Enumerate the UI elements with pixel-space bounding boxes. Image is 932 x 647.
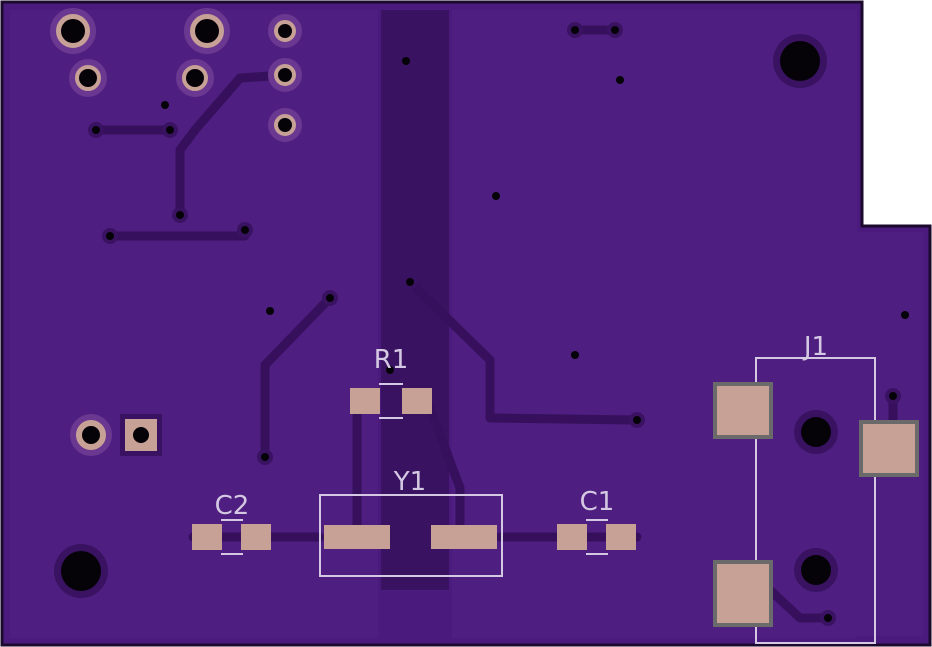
y1-component: Y1 <box>319 467 503 577</box>
c1-label: C1 <box>580 487 615 517</box>
header-pads <box>50 8 302 142</box>
mounting-holes <box>54 34 827 598</box>
r1-component: R1 <box>350 345 432 419</box>
c2-label: C2 <box>215 491 250 521</box>
center-trace-channel <box>381 10 449 590</box>
c1-component: C1 <box>557 487 636 555</box>
c2-component: C2 <box>192 491 271 555</box>
vias <box>88 22 909 626</box>
j1-label: J1 <box>802 332 828 362</box>
power-connector-pads <box>70 414 162 456</box>
y1-label: Y1 <box>393 467 426 497</box>
r1-label: R1 <box>374 345 409 375</box>
j1-component: J1 <box>713 332 919 644</box>
